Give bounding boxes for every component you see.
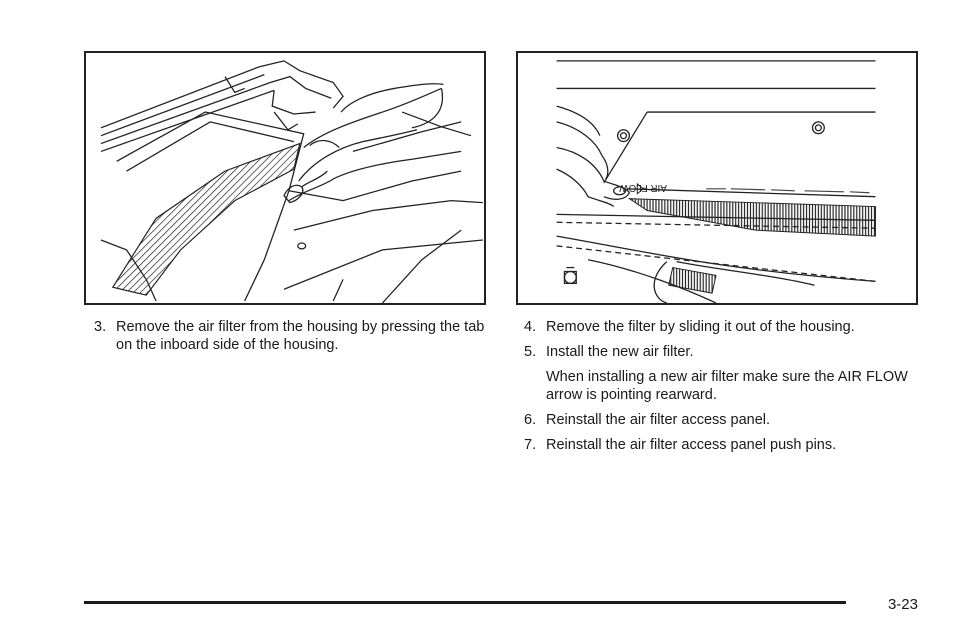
step-number: 6. (524, 412, 537, 428)
step-number: 7. (524, 437, 537, 453)
footer-rule (84, 601, 846, 604)
step-text: Install the new air filter. (546, 344, 694, 360)
step-6: 6. Reinstall the air filter access panel… (524, 411, 924, 429)
filter-removal-drawing (100, 60, 483, 303)
install-note: When installing a new air filter make su… (546, 369, 908, 403)
step-number: 5. (524, 344, 537, 360)
step-5: 5. Install the new air filter. (524, 343, 924, 361)
step-number: 4. (524, 319, 537, 335)
step-text: Remove the filter by sliding it out of t… (546, 319, 855, 335)
filter-installation-drawing: AIR FLOW (556, 60, 876, 303)
page-number: 3-23 (887, 596, 918, 613)
steps-left-column: 3. Remove the air filter from the housin… (94, 318, 486, 361)
step-text: Remove the air filter from the housing b… (116, 319, 485, 353)
step-number: 3. (94, 319, 107, 335)
illustration-filter-installation: AIR FLOW (516, 51, 918, 305)
steps-right-column: 4. Remove the filter by sliding it out o… (524, 318, 924, 461)
step-7: 7. Reinstall the air filter access panel… (524, 436, 924, 454)
step-text: Reinstall the air filter access panel pu… (546, 437, 837, 453)
air-flow-label: AIR FLOW (619, 182, 667, 193)
step-3: 3. Remove the air filter from the housin… (94, 318, 486, 354)
step-text: Reinstall the air filter access panel. (546, 412, 771, 428)
step-4: 4. Remove the filter by sliding it out o… (524, 318, 924, 336)
arrow-icon (636, 182, 644, 195)
illustration-filter-removal (84, 51, 486, 305)
